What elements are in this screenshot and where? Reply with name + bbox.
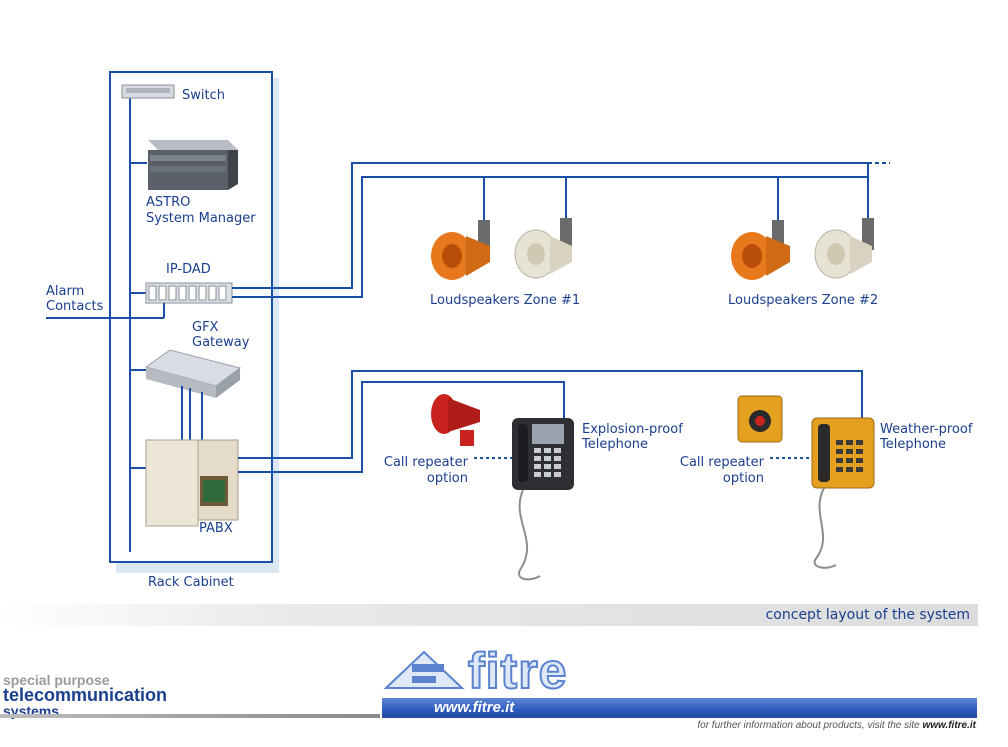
concept-banner: concept layout of the system — [0, 604, 978, 626]
rack-cabinet-label: Rack Cabinet — [148, 575, 234, 590]
url-bar[interactable]: www.fitre.it — [382, 698, 977, 718]
call-repeater-red-horn — [431, 394, 480, 446]
gfx-label-line2: Gateway — [192, 335, 250, 350]
horn-white-zone1 — [514, 218, 572, 279]
explosion-label-line1: Explosion-proof — [582, 422, 683, 437]
footnote: for further information about products, … — [697, 720, 976, 731]
banner-text: concept layout of the system — [765, 607, 970, 623]
explosion-proof-telephone — [512, 418, 574, 581]
astro-label-line1: ASTRO — [146, 195, 191, 210]
footnote-text: for further information about products, … — [697, 720, 923, 731]
fitre-logo-word: fitre — [467, 643, 568, 699]
gfx-gateway-device — [144, 349, 242, 398]
zone2-label: Loudspeakers Zone #2 — [728, 293, 879, 308]
astro-label-line2: System Manager — [146, 211, 256, 226]
tagline-line1: special purpose — [3, 672, 110, 688]
astro-server-device — [148, 140, 238, 190]
call-repeater-box — [737, 395, 783, 443]
horn-orange-zone2 — [731, 220, 790, 280]
system-diagram — [46, 71, 890, 581]
switch-label: Switch — [182, 88, 225, 103]
tagline-line2: telecommunication — [3, 685, 168, 705]
tagline: special purpose telecommunication system… — [3, 673, 167, 718]
site-url-link[interactable]: www.fitre.it — [434, 699, 515, 716]
explosion-label-line2: Telephone — [582, 437, 649, 452]
weather-label-line2: Telephone — [880, 437, 947, 452]
switch-device — [121, 84, 175, 99]
pabx-label: PABX — [199, 521, 233, 536]
ipdad-label: IP-DAD — [166, 262, 211, 277]
pabx-device — [145, 439, 239, 527]
footer-divider — [0, 714, 380, 718]
gfx-label-line1: GFX — [192, 320, 219, 335]
fitre-logo-icon — [383, 650, 465, 689]
horn-orange-zone1 — [431, 220, 490, 280]
callrep2-label-line2: option — [722, 471, 764, 486]
ipdad-device — [145, 282, 233, 304]
callrep1-label-line2: option — [426, 471, 468, 486]
weather-proof-telephone — [811, 417, 875, 569]
callrep1-label-line1: Call repeater — [383, 455, 468, 470]
zone1-label: Loudspeakers Zone #1 — [430, 293, 581, 308]
footnote-site[interactable]: www.fitre.it — [922, 720, 976, 731]
alarm-label-line2: Contacts — [46, 299, 104, 314]
horn-white-zone2 — [814, 218, 874, 279]
weather-label-line1: Weather-proof — [880, 422, 973, 437]
telephone-line — [238, 370, 863, 473]
alarm-label-line1: Alarm — [46, 284, 85, 299]
callrep2-label-line1: Call repeater — [679, 455, 764, 470]
